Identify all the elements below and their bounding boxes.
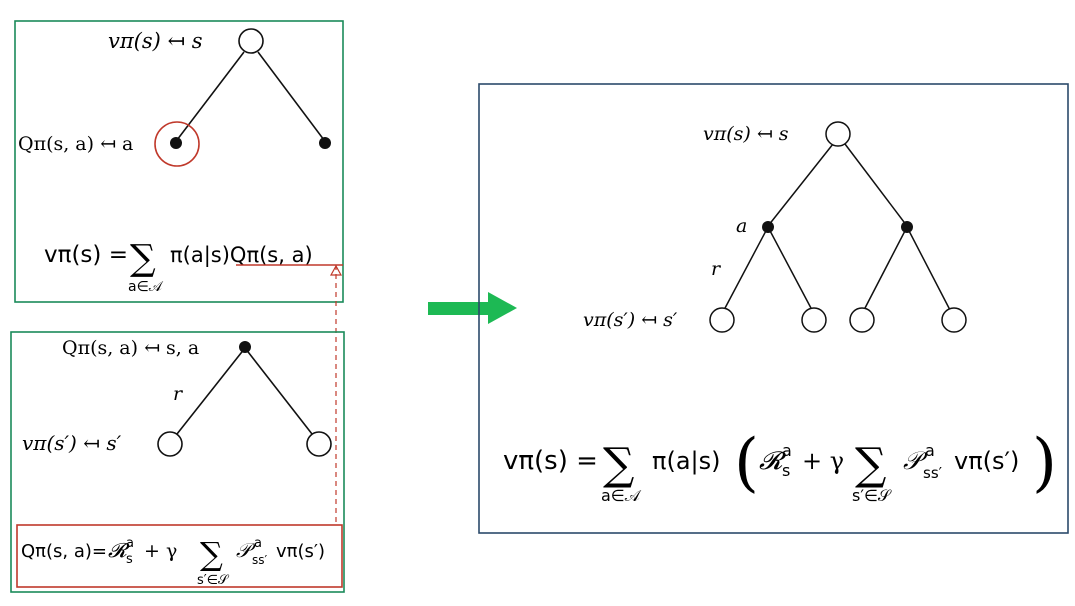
tree-edge	[244, 347, 313, 435]
sum-under-outer: a∈𝒜	[601, 486, 642, 505]
root-label: vπ(s) ↤ s	[108, 29, 203, 53]
state-node	[709, 307, 735, 333]
action-node	[901, 221, 913, 233]
leaf-label: vπ(s′) ↤ s′	[22, 431, 122, 455]
sum-symbol-inner: ∑	[855, 439, 886, 490]
reward-sub: s	[126, 552, 133, 567]
tree-edge	[906, 226, 951, 311]
equation-lhs: vπ(s) =	[44, 242, 128, 268]
tree-edge	[176, 51, 245, 141]
tree-edge	[176, 347, 246, 435]
action-label: a	[736, 215, 747, 237]
sum-under: a∈𝒜	[128, 279, 164, 295]
reward-sup: a	[782, 441, 792, 460]
state-node	[825, 121, 851, 147]
tree-edge	[767, 143, 834, 227]
reward-term: 𝓡	[108, 538, 130, 562]
panel-right: vπ(s) ↤ s a r vπ(s′) ↤ s′ vπ(s) = ∑ a∈𝒜 …	[478, 83, 1069, 534]
equation-tail: vπ(s′)	[954, 447, 1019, 475]
sum-under-inner: s′∈𝒮	[852, 486, 892, 505]
action-label: Qπ(s, a) ↤ a	[18, 133, 133, 155]
transition-sub: ss′	[252, 553, 268, 567]
reward-label: r	[711, 258, 722, 280]
equation-lhs: Qπ(s, a)=	[21, 541, 107, 562]
plus-gamma: + γ	[802, 447, 844, 475]
tree-edge	[767, 226, 813, 311]
reward-label: r	[173, 383, 184, 405]
bellman-expectation-v-full-equation: vπ(s) = ∑ a∈𝒜 π(a|s) ( 𝓡 a s + γ ∑ s′∈𝒮 …	[503, 426, 1057, 505]
sum-symbol: ∑	[130, 238, 156, 279]
transition-sup: a	[925, 441, 935, 460]
reward-sub: s	[782, 461, 790, 480]
q-equation-highlight-box	[16, 524, 343, 588]
action-node	[239, 341, 251, 353]
leaf-label: vπ(s′) ↤ s′	[583, 309, 678, 331]
sum-under: s′∈𝒮	[197, 573, 230, 588]
panel-right-frame	[478, 83, 1069, 534]
state-node	[941, 307, 967, 333]
plus-gamma: + γ	[144, 540, 177, 562]
right-paren: )	[1032, 426, 1057, 500]
sum-symbol-outer: ∑	[603, 439, 634, 490]
sum-symbol: ∑	[200, 535, 223, 573]
panel-bottom-left: Qπ(s, a) ↤ s, a r vπ(s′) ↤ s′ Qπ(s, a)= …	[10, 331, 345, 593]
tree-edge	[723, 226, 769, 311]
state-node	[238, 28, 264, 54]
tree-edge	[257, 51, 325, 141]
transition-sup: a	[254, 536, 262, 551]
left-paren: (	[734, 426, 759, 500]
link-arrowhead	[329, 264, 343, 276]
policy-term: π(a|s)	[652, 447, 720, 475]
reward-term: 𝓡	[759, 446, 787, 475]
action-node-highlight	[154, 121, 200, 167]
state-node	[849, 307, 875, 333]
equation-rhs: π(a|s)Qπ(s, a)	[170, 243, 313, 268]
bellman-expectation-q-equation: Qπ(s, a)= 𝓡 a s + γ ∑ s′∈𝒮 𝒫 a ss′ vπ(s′…	[21, 535, 325, 588]
bellman-expectation-v-equation: vπ(s) = ∑ a∈𝒜 π(a|s)Qπ(s, a)	[44, 238, 313, 295]
panel-top-left-frame	[14, 20, 344, 303]
reward-sup: a	[126, 536, 134, 551]
equation-lhs: vπ(s) =	[503, 446, 598, 476]
action-node	[170, 137, 182, 149]
root-label: vπ(s) ↤ s	[703, 123, 789, 145]
transition-arrow-icon	[428, 292, 517, 324]
action-node	[762, 221, 774, 233]
transition-sub: ss′	[923, 464, 943, 482]
state-node	[157, 431, 183, 457]
state-node	[801, 307, 827, 333]
state-node	[306, 431, 332, 457]
panel-bottom-left-frame	[10, 331, 345, 593]
action-node	[319, 137, 331, 149]
tree-edge	[863, 226, 908, 311]
tree-edge	[844, 143, 908, 227]
root-label: Qπ(s, a) ↤ s, a	[62, 337, 199, 359]
panel-top-left: vπ(s) ↤ s Qπ(s, a) ↤ a vπ(s) = ∑ a∈𝒜 π(a…	[14, 20, 344, 524]
equation-tail: vπ(s′)	[276, 541, 325, 562]
